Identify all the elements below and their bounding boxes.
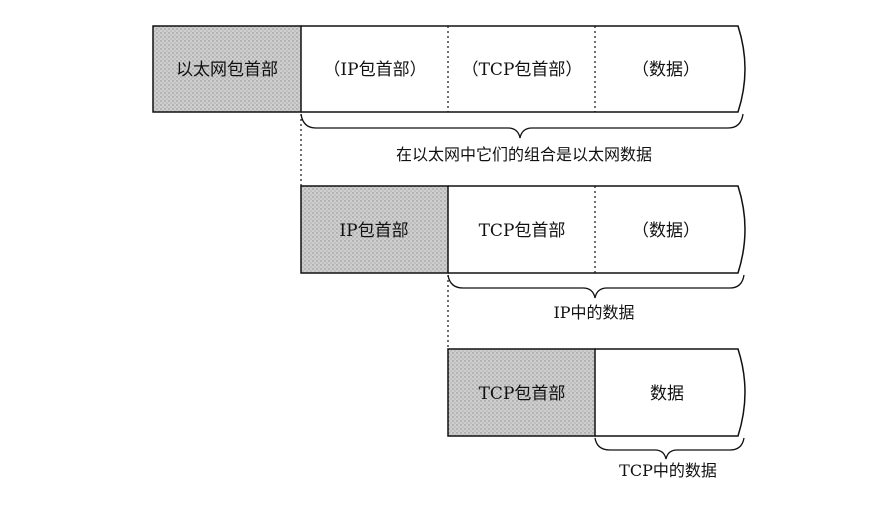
row1-tcp-header-cell: （TCP包首部） xyxy=(462,60,583,80)
tcp-header-block xyxy=(447,348,596,437)
row2-tcp-header-cell: TCP包首部 xyxy=(479,221,566,241)
tcp-data-caption: TCP中的数据 xyxy=(619,461,717,480)
ethernet-header-block xyxy=(152,25,302,113)
ethernet-payload-block xyxy=(301,25,746,113)
row2-data-cell: （数据） xyxy=(632,221,700,241)
row1-data-cell: （数据） xyxy=(632,60,700,80)
tcp-payload-block xyxy=(595,348,746,437)
tcp-data-brace xyxy=(594,437,745,460)
ethernet-data-brace xyxy=(300,113,744,139)
ip-payload-block xyxy=(448,185,746,274)
ip-data-caption: IP中的数据 xyxy=(553,303,634,322)
row3-data-cell: 数据 xyxy=(650,384,684,404)
tcp-header-label: TCP包首部 xyxy=(479,384,566,404)
row1-ip-header-cell: （IP包首部） xyxy=(323,60,426,80)
ethernet-header-label: 以太网包首部 xyxy=(176,60,278,80)
ethernet-frame-row: 以太网包首部 （IP包首部） （TCP包首部） （数据） 在以太网中它们的组合是… xyxy=(152,25,746,164)
ip-packet-row: IP包首部 TCP包首部 （数据） IP中的数据 xyxy=(300,185,746,322)
ip-header-block xyxy=(300,185,449,274)
ip-header-label: IP包首部 xyxy=(339,221,408,241)
tcp-segment-row: TCP包首部 数据 TCP中的数据 xyxy=(447,348,746,480)
ethernet-data-caption: 在以太网中它们的组合是以太网数据 xyxy=(396,145,652,164)
ip-data-brace xyxy=(447,274,745,299)
